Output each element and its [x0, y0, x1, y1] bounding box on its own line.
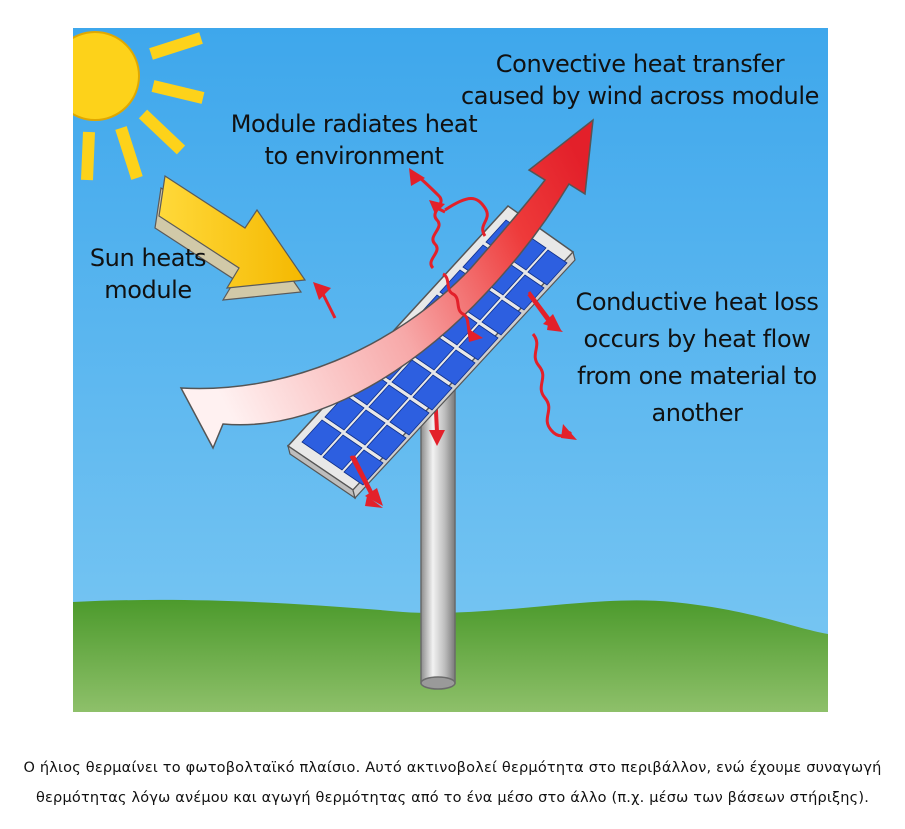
label-convective: Convective heat transfer caused by wind …: [454, 48, 826, 112]
radiation-arrowheads: [313, 168, 577, 508]
label-convective-line1: Convective heat transfer: [495, 50, 785, 78]
label-conductive-line1: Conductive heat loss: [575, 288, 819, 316]
label-conductive: Conductive heat loss occurs by heat flow…: [566, 284, 828, 432]
sun-heat-arrow: [154, 174, 307, 301]
label-conductive-line3: from one material to: [577, 362, 817, 390]
label-conductive-line2: occurs by heat flow: [583, 325, 811, 353]
label-radiates-line1: Module radiates heat: [230, 110, 478, 138]
label-sun-heats: Sun heats module: [86, 242, 210, 306]
label-convective-line2: caused by wind across module: [461, 82, 819, 110]
figure-caption: Ο ήλιος θερμαίνει το φωτοβολταϊκό πλαίσι…: [0, 753, 905, 813]
caption-line1: Ο ήλιος θερμαίνει το φωτοβολταϊκό πλαίσι…: [23, 760, 882, 776]
label-sun-heats-line1: Sun heats: [89, 244, 207, 272]
heat-transfer-diagram: [73, 28, 828, 712]
conduction-arrows: [351, 292, 561, 506]
label-radiates-line2: to environment: [264, 142, 444, 170]
label-radiates: Module radiates heat to environment: [226, 108, 482, 172]
convection-wind-arrow: [179, 118, 594, 450]
caption-line2: θερμότητας λόγω ανέμου και αγωγή θερμότη…: [35, 790, 870, 806]
sun-icon: [73, 31, 205, 181]
label-conductive-line4: another: [651, 399, 743, 427]
label-sun-heats-line2: module: [104, 276, 192, 304]
